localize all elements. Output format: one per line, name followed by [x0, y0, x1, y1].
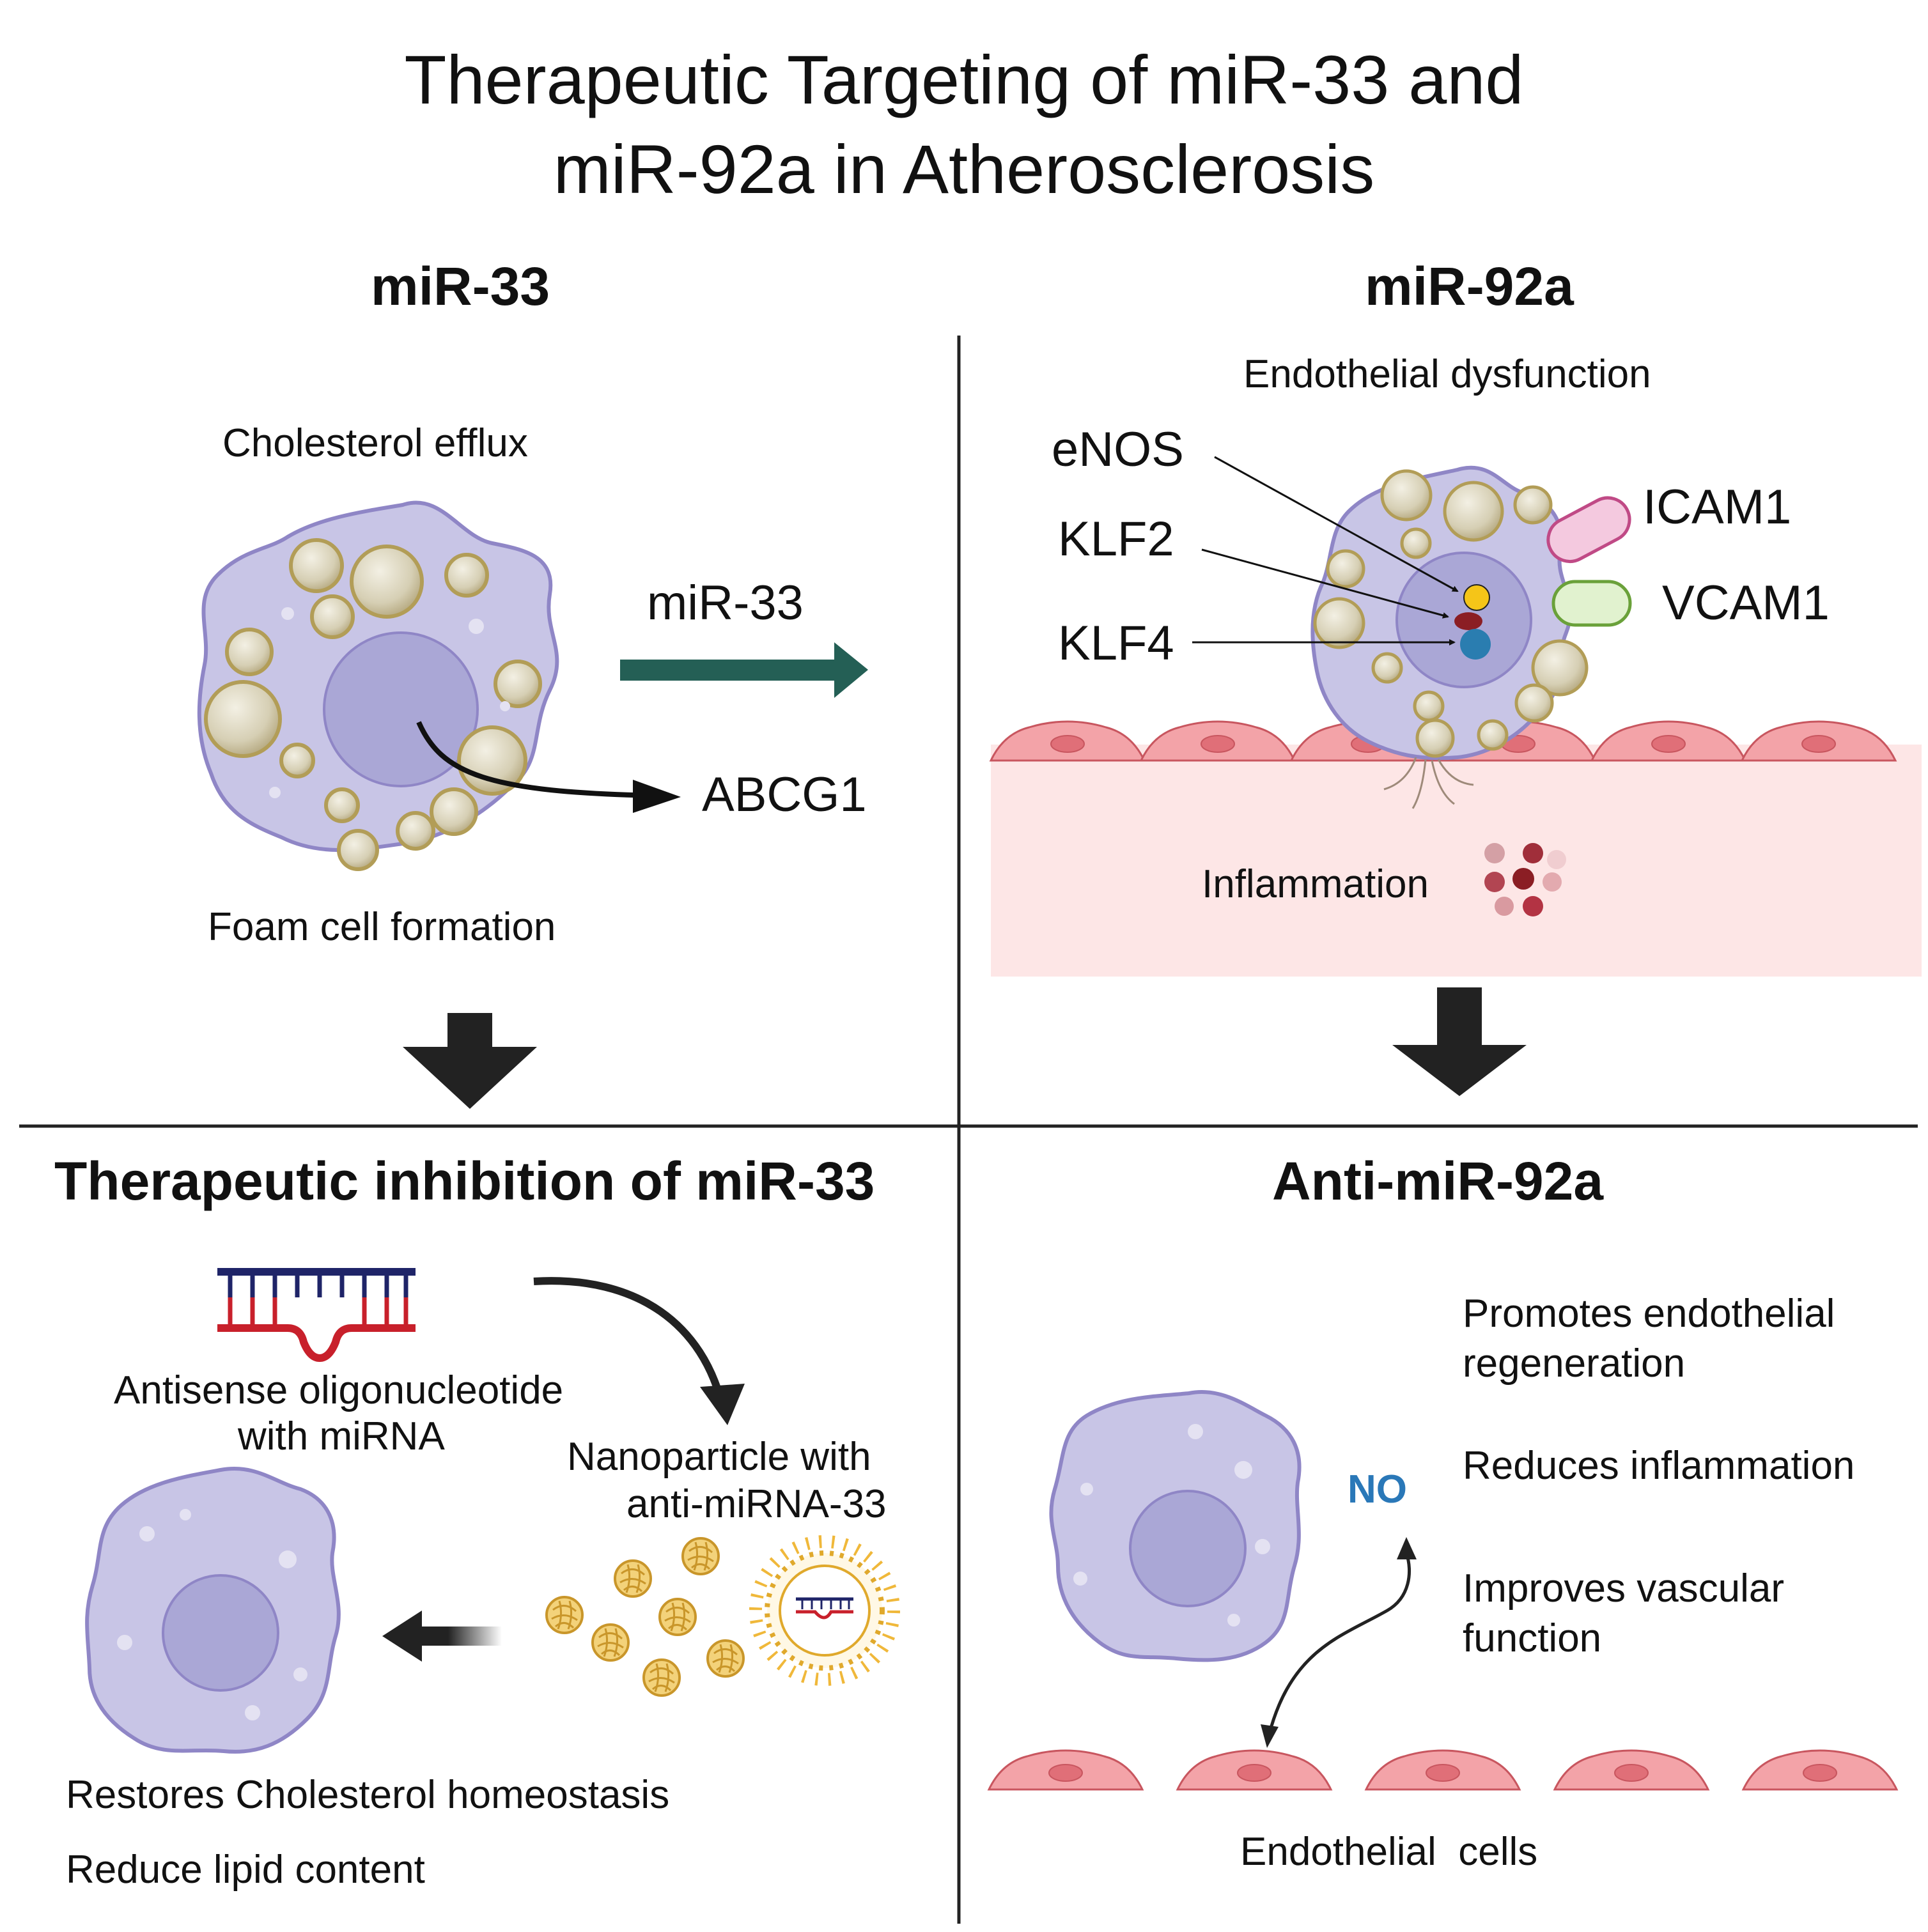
icam1-label: ICAM1: [1643, 480, 1792, 534]
monocyte-adhering: [1310, 465, 1589, 761]
aso-label-line-2: with miRNA: [238, 1414, 445, 1458]
transmigration-roots: [1383, 757, 1474, 809]
down-arrow-left: [403, 1013, 537, 1109]
lipid-droplets: [204, 538, 542, 871]
title-line-1: Therapeutic Targeting of miR-33 and: [404, 41, 1524, 118]
endothelial-layer-bottom: [988, 1749, 1898, 1791]
monocyte-healthy: [1049, 1390, 1302, 1662]
endothelial-dysfunction-label: Endothelial dysfunction: [1243, 352, 1651, 396]
klf2-arrow: [1201, 548, 1449, 619]
benefit-regeneration-line-1: Promotes endothelial: [1463, 1292, 1835, 1336]
icam1-molecule: [1546, 496, 1631, 563]
reduce-lipid-label: Reduce lipid content: [66, 1848, 425, 1892]
enos-dot: [1463, 584, 1490, 611]
inflammation-label: Inflammation: [1202, 862, 1429, 906]
klf2-dot: [1454, 612, 1482, 630]
therapy33-heading: Therapeutic inhibition of miR-33: [54, 1151, 875, 1211]
healthy-macrophage: [85, 1467, 341, 1754]
foam-cell: [197, 500, 559, 871]
restore-arrow: [382, 1611, 502, 1662]
mir33-heading: miR-33: [371, 256, 550, 316]
nitric-oxide-label: NO: [1348, 1467, 1407, 1511]
enos-label: eNOS: [1052, 422, 1184, 477]
benefit-inflammation: Reduces inflammation: [1463, 1444, 1855, 1488]
cholesterol-efflux-label: Cholesterol efflux: [222, 421, 528, 465]
title-line-2: miR-92a in Atherosclerosis: [553, 130, 1375, 208]
nucleus: [323, 631, 479, 787]
vcam1-molecule: [1551, 580, 1632, 627]
klf2-label: KLF2: [1058, 512, 1174, 566]
restores-cholesterol-label: Restores Cholesterol homeostasis: [66, 1773, 670, 1817]
inflammation-dots: [1484, 843, 1566, 916]
foam-cell-label: Foam cell formation: [208, 905, 556, 949]
mir92a-heading: miR-92a: [1365, 256, 1574, 316]
antisense-oligonucleotide: [217, 1268, 416, 1363]
liposome-nanoparticle: [749, 1535, 900, 1686]
benefit-regeneration-line-2: regeneration: [1463, 1341, 1686, 1386]
nanoparticles: [545, 1537, 745, 1697]
enos-arrow: [1214, 456, 1459, 592]
abcg1-label: ABCG1: [702, 768, 867, 822]
mir33-arrow-label: miR-33: [647, 576, 804, 630]
aso-label-line-1: Antisense oligonucleotide: [114, 1368, 564, 1412]
nanoparticle-label-line-1: Nanoparticle with: [567, 1435, 871, 1479]
delivery-curved-arrow: [533, 1277, 726, 1407]
vessel-tissue: [991, 745, 1922, 977]
vcam1-label: VCAM1: [1662, 576, 1830, 630]
endothelial-cells-label: Endothelial cells: [1240, 1830, 1538, 1874]
no-bidirectional-arrow: [1267, 1552, 1411, 1736]
anti-mir92a-heading: Anti-miR-92a: [1272, 1151, 1604, 1211]
mir33-arrow: [620, 642, 868, 698]
klf4-label: KLF4: [1058, 616, 1174, 670]
abcg1-arrow: [416, 721, 659, 798]
benefit-vascular-line-1: Improves vascular: [1463, 1566, 1785, 1611]
benefit-vascular-line-2: function: [1463, 1616, 1602, 1660]
nanoparticle-label-line-2: anti-miRNA-33: [626, 1482, 887, 1526]
down-arrow-right: [1392, 987, 1527, 1096]
klf4-dot: [1460, 629, 1491, 660]
